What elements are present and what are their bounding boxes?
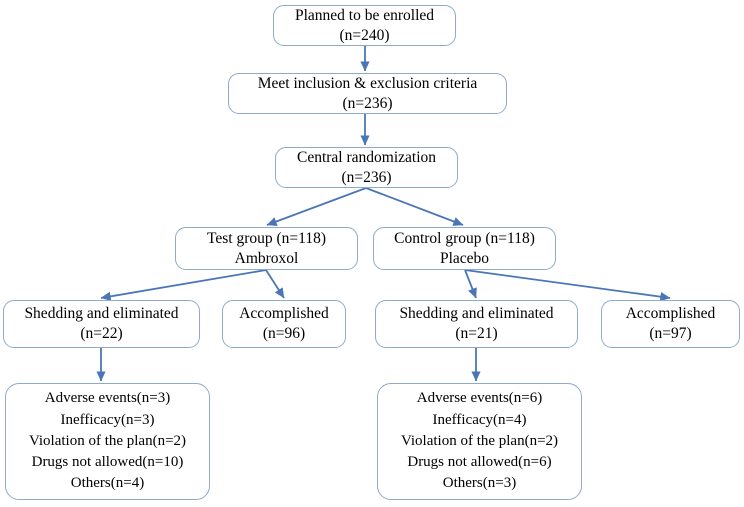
node-control-dropout-reasons-line: Inefficacy(n=4) [432, 411, 527, 428]
node-control-group-line: Control group (n=118) [394, 229, 535, 247]
node-test-group-line: Ambroxol [234, 249, 299, 267]
node-test-accomplished: Accomplished (n=96) [222, 300, 346, 348]
node-central-randomization-line: Central randomization [296, 148, 437, 166]
node-planned-to-be-enrolled-line: Planned to be enrolled [294, 6, 435, 24]
node-control-dropout-reasons-line: Adverse events(n=6) [416, 390, 543, 407]
node-test-dropout-reasons: Adverse events(n=3) Inefficacy(n=3) Violat… [5, 383, 210, 500]
node-control-accomplished: Accomplished (n=97) [601, 300, 740, 348]
arrow-test-to-accomplished [265, 269, 285, 299]
node-test-dropout-reasons-line: Violation of the plan(n=2) [28, 432, 187, 449]
node-control-dropout-reasons-line: Others(n=3) [442, 475, 517, 492]
node-control-dropout-reasons-line: Violation of the plan(n=2) [400, 432, 559, 449]
node-central-randomization: Central randomization (n=236) [275, 147, 458, 188]
node-control-accomplished-line: (n=97) [649, 325, 692, 342]
node-inclusion-exclusion-criteria-line: (n=236) [342, 94, 393, 112]
node-planned-to-be-enrolled-line: (n=240) [339, 26, 390, 44]
node-test-group: Test group (n=118) Ambroxol [175, 227, 358, 270]
arrow-test-to-shedding [100, 269, 267, 301]
node-control-group-line: Placebo [439, 249, 490, 267]
node-test-accomplished-line: Accomplished [239, 305, 329, 323]
node-test-dropout-reasons-line: Others(n=4) [70, 475, 145, 492]
node-test-dropout-reasons-line: Drugs not allowed(n=10) [31, 454, 184, 471]
node-control-shedding-eliminated-line: Shedding and eliminated [399, 305, 554, 323]
node-control-shedding-eliminated-line: (n=21) [455, 325, 498, 342]
node-test-shedding-eliminated-line: (n=22) [80, 325, 123, 342]
node-inclusion-exclusion-criteria-line: Meet inclusion & exclusion criteria [257, 74, 478, 92]
node-control-dropout-reasons-line: Drugs not allowed(n=6) [407, 454, 552, 471]
node-test-shedding-eliminated-line: Shedding and eliminated [24, 305, 179, 323]
arrow-control-to-shedding [464, 269, 477, 299]
node-test-shedding-eliminated: Shedding and eliminated (n=22) [3, 300, 200, 348]
node-control-accomplished-line: Accomplished [625, 305, 716, 323]
node-test-accomplished-line: (n=96) [262, 325, 306, 342]
node-central-randomization-line: (n=236) [341, 168, 392, 186]
arrow-randomization-to-test [266, 187, 367, 226]
node-control-group: Control group (n=118) Placebo [373, 227, 556, 270]
node-test-group-line: Test group (n=118) [206, 229, 326, 247]
arrow-control-to-accomplished [464, 269, 671, 302]
node-control-shedding-eliminated: Shedding and eliminated (n=21) [375, 300, 578, 348]
node-test-dropout-reasons-line: Inefficacy(n=3) [60, 411, 155, 428]
node-planned-to-be-enrolled: Planned to be enrolled (n=240) [273, 5, 456, 46]
node-test-dropout-reasons-line: Adverse events(n=3) [44, 390, 171, 407]
node-control-dropout-reasons: Adverse events(n=6) Inefficacy(n=4) Violat… [377, 383, 582, 500]
node-inclusion-exclusion-criteria: Meet inclusion & exclusion criteria (n=23… [228, 73, 507, 114]
arrow-randomization-to-control [365, 187, 464, 226]
